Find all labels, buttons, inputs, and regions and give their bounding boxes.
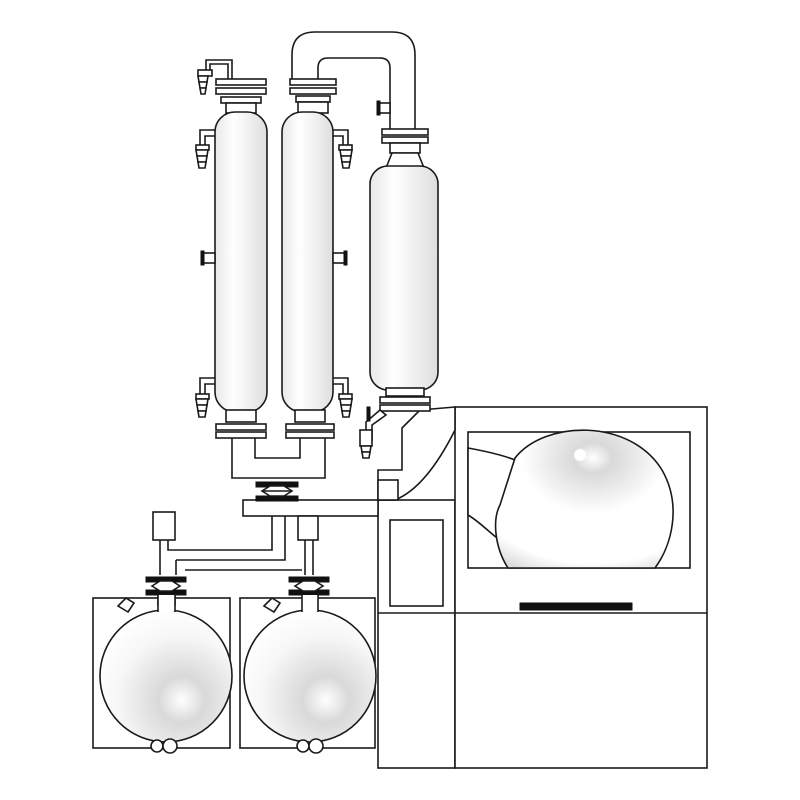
receiving-flask-left [92, 576, 233, 754]
right-valve-body [297, 515, 319, 541]
left-condenser [195, 59, 268, 439]
flask-highlight [574, 449, 586, 461]
side-port [116, 596, 136, 614]
receiving-flask-right [239, 576, 377, 754]
heating-bath-window [467, 429, 691, 569]
manifold-bar [242, 499, 379, 517]
right-condenser [359, 128, 439, 459]
middle-condenser [281, 78, 353, 439]
handle-bar [519, 602, 633, 611]
central-stopcock[interactable] [255, 481, 299, 502]
left-valve-body [152, 511, 176, 541]
vapor-duct [242, 406, 456, 517]
side-port [262, 596, 282, 614]
control-panel [389, 519, 444, 607]
evaporating-flask [467, 429, 674, 569]
